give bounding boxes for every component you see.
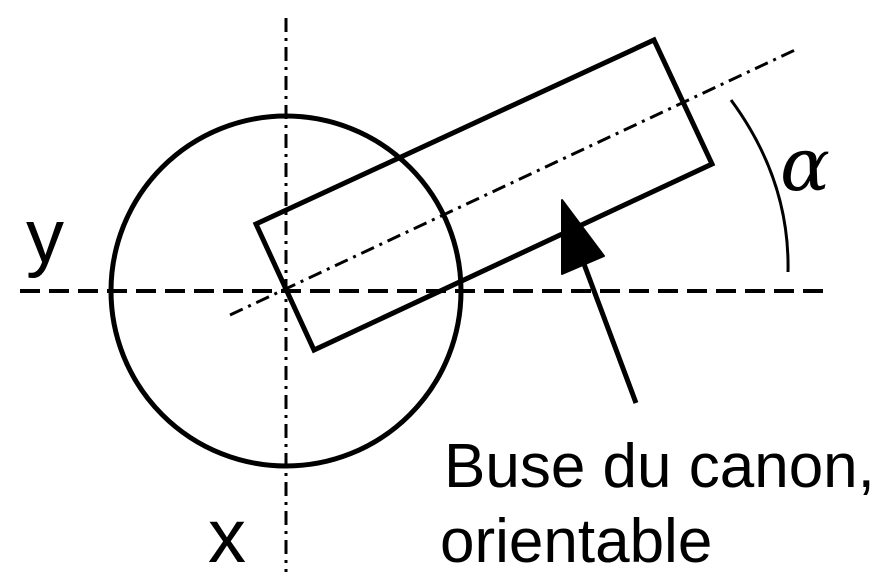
nozzle-centerline: [229, 48, 796, 317]
pointer-arrowhead: [561, 199, 605, 275]
caption-line-1: Buse du canon,: [444, 432, 875, 501]
angle-alpha-label: α: [780, 122, 830, 208]
pointer-arrow-line: [575, 247, 639, 404]
nozzle-rectangle: [252, 36, 716, 354]
angle-arc: [729, 99, 790, 273]
y-axis-label: y: [26, 194, 64, 279]
x-axis-label: x: [208, 494, 246, 579]
caption-line-2: orientable: [440, 507, 712, 576]
base-circle: [108, 113, 464, 469]
